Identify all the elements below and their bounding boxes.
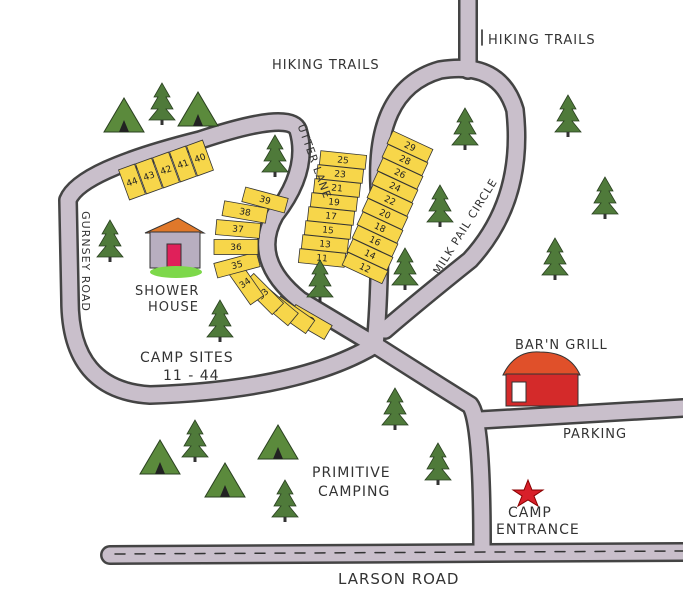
svg-text:12: 12 [357, 262, 372, 276]
svg-text:28: 28 [397, 154, 412, 168]
label-camp: CAMP [508, 505, 552, 521]
larson-road-centerline [114, 550, 683, 555]
tree-icon [554, 94, 582, 137]
label-barn-grill: BAR'N GRILL [515, 338, 608, 353]
tree-icon [591, 176, 619, 219]
svg-text:42: 42 [159, 164, 173, 177]
tree-icon [451, 107, 479, 150]
campsite-38[interactable]: 38 [221, 200, 269, 224]
campsite-29[interactable]: 29 [386, 130, 434, 163]
label-hiking-trails-west: HIKING TRAILS [272, 58, 380, 73]
svg-text:21: 21 [331, 183, 343, 194]
tent-icon [139, 439, 181, 475]
label-shower: SHOWER [135, 284, 200, 299]
tree-icon [424, 442, 452, 485]
tree-icon [306, 259, 334, 302]
svg-text:29: 29 [402, 140, 417, 154]
tree-icon [96, 219, 124, 262]
campsite-24[interactable]: 24 [371, 170, 419, 204]
svg-text:19: 19 [328, 197, 341, 208]
label-camp-sites: CAMP SITES [140, 350, 234, 366]
svg-text:26: 26 [392, 167, 407, 181]
campsite-40[interactable]: 40 [186, 139, 214, 177]
campsite-12[interactable]: 12 [341, 251, 389, 285]
campsite-25[interactable]: 25 [318, 150, 368, 170]
campsite-37[interactable]: 37 [214, 219, 262, 239]
tree-icon [391, 247, 419, 290]
svg-text:25: 25 [337, 155, 349, 166]
svg-text:17: 17 [325, 211, 337, 222]
svg-text:43: 43 [142, 170, 156, 183]
label-entrance: ENTRANCE [496, 522, 580, 538]
campsite-43[interactable]: 43 [135, 157, 163, 195]
tree-icon [271, 479, 299, 522]
tent-icon [204, 462, 246, 498]
label-house: HOUSE [148, 300, 199, 315]
svg-text:20: 20 [377, 208, 392, 222]
svg-text:22: 22 [382, 194, 397, 208]
campsite-26[interactable]: 26 [376, 157, 424, 190]
svg-text:37: 37 [232, 225, 244, 236]
svg-text:44: 44 [125, 176, 139, 189]
campsite-44[interactable]: 44 [118, 163, 146, 201]
campsite-41[interactable]: 41 [169, 145, 197, 183]
svg-text:36: 36 [230, 243, 242, 253]
svg-text:38: 38 [238, 207, 251, 219]
svg-text:23: 23 [334, 169, 346, 180]
svg-text:13: 13 [319, 239, 331, 250]
label-primitive: PRIMITIVE [312, 465, 391, 481]
tent-icon [177, 91, 219, 127]
tree-icon [261, 134, 289, 177]
tree-icon [148, 82, 176, 125]
tree-icon [426, 184, 454, 227]
tent-icon [257, 424, 299, 460]
tree-icon [206, 299, 234, 342]
shower-house-icon [144, 217, 206, 278]
campsite-17[interactable]: 17 [306, 206, 356, 226]
svg-text:18: 18 [372, 221, 387, 235]
tree-icon [381, 387, 409, 430]
campsite-39[interactable]: 39 [241, 186, 289, 214]
tent-icon [103, 97, 145, 133]
label-gurnsey-road: GURNSEY ROAD [78, 211, 92, 312]
svg-text:41: 41 [176, 158, 190, 171]
svg-text:15: 15 [322, 225, 334, 236]
tree-icon [181, 419, 209, 462]
campsite-35[interactable]: 35 [213, 251, 261, 279]
svg-text:35: 35 [230, 260, 244, 273]
campsite-36[interactable]: 36 [213, 239, 259, 255]
label-camp-sites-range: 11 - 44 [163, 368, 220, 384]
svg-text:24: 24 [387, 181, 402, 195]
campsite-19[interactable]: 19 [309, 192, 359, 212]
barn-icon [502, 351, 581, 407]
label-camping: CAMPING [318, 484, 391, 500]
svg-text:16: 16 [367, 235, 382, 249]
svg-text:39: 39 [258, 195, 272, 208]
tree-icon [541, 237, 569, 280]
star-icon [511, 478, 545, 508]
campsite-16[interactable]: 16 [351, 224, 399, 258]
campsite-42[interactable]: 42 [152, 151, 180, 189]
label-parking: PARKING [563, 427, 628, 442]
svg-text:40: 40 [193, 152, 207, 165]
svg-text:14: 14 [362, 248, 377, 262]
svg-text:11: 11 [316, 253, 328, 264]
label-larson-road: LARSON ROAD [338, 570, 460, 588]
label-hiking-trails-north: HIKING TRAILS [488, 33, 596, 48]
campsite-20[interactable]: 20 [361, 197, 409, 231]
